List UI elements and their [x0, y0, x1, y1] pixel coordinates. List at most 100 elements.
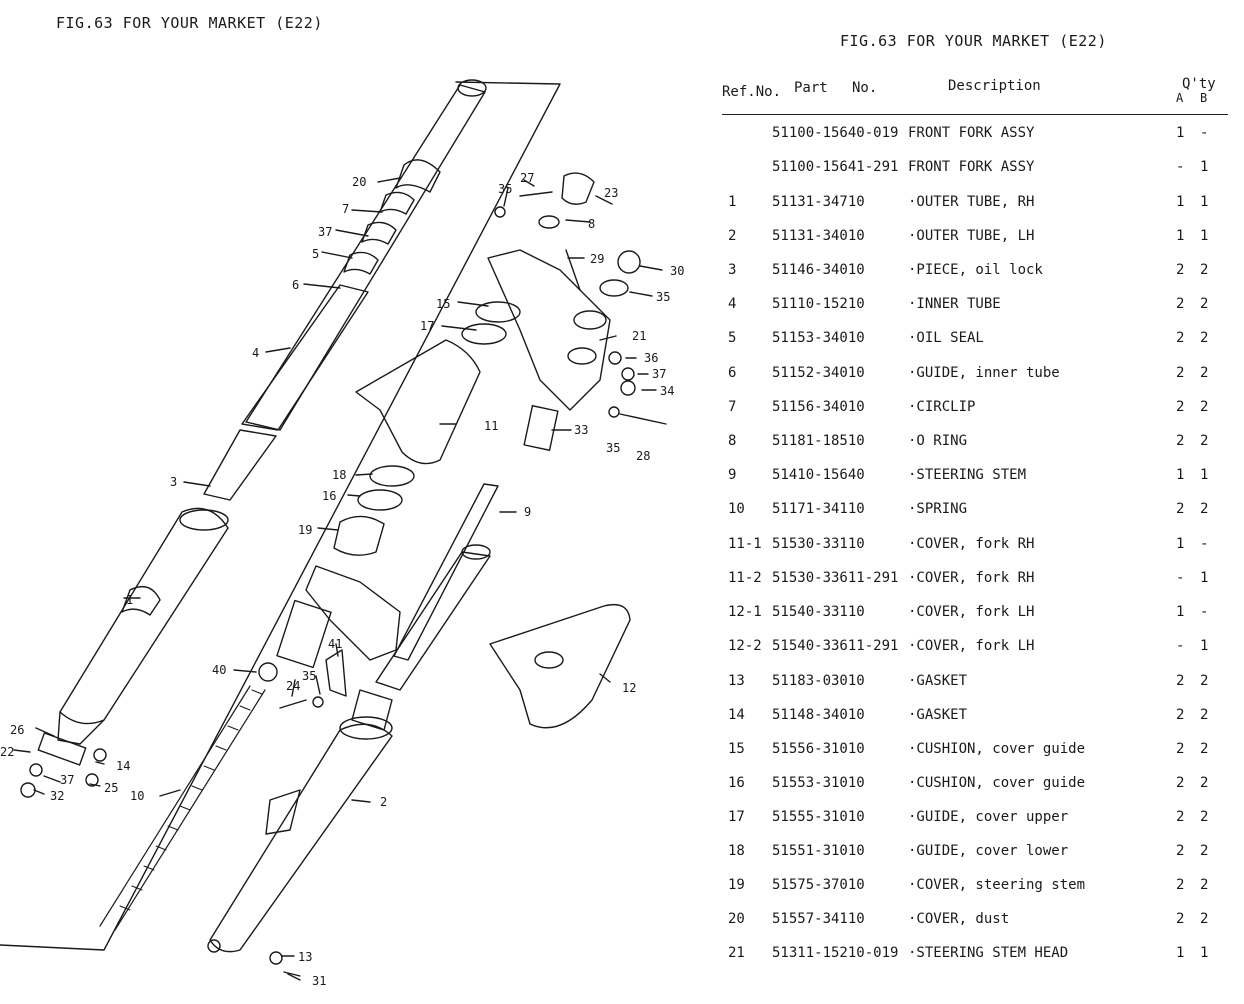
callout-8: 8	[588, 217, 595, 231]
cell-a: 2	[1176, 262, 1185, 278]
callout-28: 28	[636, 449, 650, 463]
callout-3: 3	[170, 475, 177, 489]
cell-a: 2	[1176, 707, 1185, 723]
callout-11: 11	[484, 419, 498, 433]
cell-ref: 16	[728, 775, 745, 791]
callout-27: 27	[520, 171, 534, 185]
cell-b: 1	[1200, 194, 1209, 210]
callout-35b: 35	[606, 441, 620, 455]
callout-37a: 37	[652, 367, 666, 381]
cell-ref: 1	[728, 194, 737, 210]
cell-part: 51100-15640-019	[772, 125, 899, 141]
callout-23: 23	[604, 186, 618, 200]
cell-part: 51148-34010	[772, 707, 865, 723]
callout-37b: 37	[60, 773, 74, 787]
callout-25: 25	[104, 781, 118, 795]
cell-part: 51311-15210-019	[772, 945, 899, 961]
cell-part: 51110-15210	[772, 296, 865, 312]
cell-a: 2	[1176, 877, 1185, 893]
cell-a: 2	[1176, 365, 1185, 381]
callout-10: 10	[130, 789, 144, 803]
cell-ref: 18	[728, 843, 745, 859]
callout-32: 32	[50, 789, 64, 803]
cell-desc: ·INNER TUBE	[908, 296, 1001, 312]
cell-b: 2	[1200, 775, 1209, 791]
cell-a: 2	[1176, 911, 1185, 927]
cell-desc: ·OUTER TUBE, LH	[908, 228, 1035, 244]
cell-a: 1	[1176, 536, 1185, 552]
cell-part: 51152-34010	[772, 365, 865, 381]
cell-ref: 6	[728, 365, 737, 381]
outer-tube-right	[209, 723, 393, 953]
cell-b: 2	[1200, 843, 1209, 859]
cell-b: 2	[1200, 433, 1209, 449]
cell-part: 51171-34110	[772, 501, 865, 517]
callout-33: 33	[574, 423, 588, 437]
callout-7: 7	[342, 202, 349, 216]
callout-35a: 35	[498, 182, 512, 196]
cell-b: 2	[1200, 911, 1209, 927]
cell-part: 51131-34010	[772, 228, 865, 244]
cell-ref: 4	[728, 296, 737, 312]
callout-13: 13	[298, 950, 312, 964]
cell-a: 2	[1176, 501, 1185, 517]
callout-30: 30	[670, 264, 684, 278]
cell-a: 2	[1176, 399, 1185, 415]
cell-a: 1	[1176, 467, 1185, 483]
cell-part: 51575-37010	[772, 877, 865, 893]
cell-b: 2	[1200, 296, 1209, 312]
fork-cover-12	[489, 603, 631, 729]
cell-ref: 10	[728, 501, 745, 517]
cell-desc: ·COVER, fork RH	[908, 570, 1035, 586]
callout-17: 17	[420, 319, 434, 333]
cell-desc: ·O RING	[908, 433, 968, 449]
callout-22: 22	[0, 745, 14, 759]
cell-a: 1	[1176, 194, 1185, 210]
inner-tube-left	[245, 84, 486, 431]
cell-ref: 7	[728, 399, 737, 415]
cell-b: 1	[1200, 228, 1209, 244]
cell-desc: ·GUIDE, cover lower	[908, 843, 1069, 859]
steering-stem-head	[487, 249, 611, 411]
callout-35c: 35	[302, 669, 316, 683]
cell-desc: ·CIRCLIP	[908, 399, 976, 415]
callout-6: 6	[292, 278, 299, 292]
cell-b: 1	[1200, 638, 1209, 654]
lower-bracket	[305, 565, 401, 661]
cell-b: 2	[1200, 501, 1209, 517]
callout-39: 37	[318, 225, 332, 239]
cell-b: 2	[1200, 262, 1209, 278]
cell-a: 2	[1176, 433, 1185, 449]
cell-b: -	[1200, 125, 1209, 141]
cell-desc: ·CUSHION, cover guide	[908, 741, 1086, 757]
cell-a: -	[1176, 570, 1185, 586]
cell-ref: 3	[728, 262, 737, 278]
cell-desc: ·OUTER TUBE, RH	[908, 194, 1035, 210]
fork-spring	[99, 685, 266, 931]
cell-ref: 19	[728, 877, 745, 893]
cell-part: 51100-15641-291	[772, 159, 899, 175]
callout-5: 5	[312, 247, 319, 261]
cell-a: 2	[1176, 296, 1185, 312]
cell-ref: 17	[728, 809, 745, 825]
header-col-a: A	[1176, 91, 1184, 105]
diagram-frame-line	[0, 81, 561, 951]
header-description: Description	[948, 78, 1041, 94]
cell-ref: 11-2	[728, 570, 762, 586]
header-col-b: B	[1200, 91, 1208, 105]
cell-desc: ·COVER, fork LH	[908, 604, 1035, 620]
cell-desc: ·GASKET	[908, 707, 968, 723]
cell-ref: 13	[728, 673, 745, 689]
callout-41: 40	[212, 663, 226, 677]
callout-36: 35	[656, 290, 670, 304]
cell-part: 51555-31010	[772, 809, 865, 825]
steering-stem	[393, 483, 499, 661]
cell-ref: 12-2	[728, 638, 762, 654]
cell-desc: ·SPRING	[908, 501, 968, 517]
callout-26: 26	[10, 723, 24, 737]
cell-a: 2	[1176, 330, 1185, 346]
cell-part: 51556-31010	[772, 741, 865, 757]
cell-b: 1	[1200, 570, 1209, 586]
cell-ref: 9	[728, 467, 737, 483]
header-no: No.	[852, 80, 878, 96]
